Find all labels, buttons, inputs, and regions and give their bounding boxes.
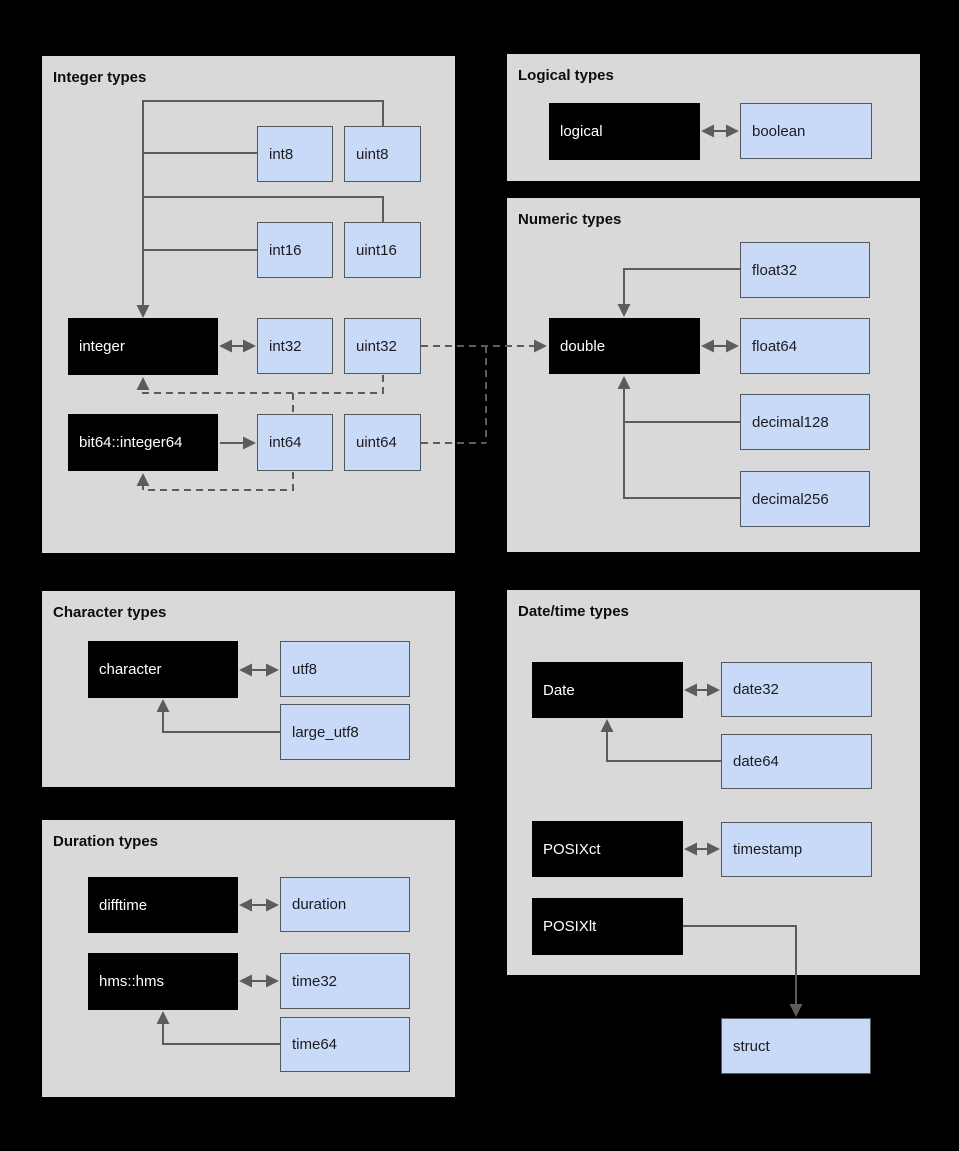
node-time32: time32 bbox=[280, 953, 410, 1009]
node-duration: duration bbox=[280, 877, 410, 932]
node-int32: int32 bbox=[257, 318, 333, 374]
node-large-utf8: large_utf8 bbox=[280, 704, 410, 760]
node-int8: int8 bbox=[257, 126, 333, 182]
panel-logical-title: Logical types bbox=[518, 67, 614, 84]
node-timestamp: timestamp bbox=[721, 822, 872, 877]
node-decimal256: decimal256 bbox=[740, 471, 870, 527]
node-double: double bbox=[549, 318, 700, 374]
node-time64: time64 bbox=[280, 1017, 410, 1072]
panel-datetime-title: Date/time types bbox=[518, 603, 629, 620]
node-hms-hms: hms::hms bbox=[88, 953, 238, 1010]
panel-character-title: Character types bbox=[53, 604, 167, 621]
node-date64: date64 bbox=[721, 734, 872, 789]
panel-duration-title: Duration types bbox=[53, 833, 159, 850]
node-date32: date32 bbox=[721, 662, 872, 717]
node-logical: logical bbox=[549, 103, 700, 160]
node-uint32: uint32 bbox=[344, 318, 421, 374]
node-bit64-integer64: bit64::integer64 bbox=[68, 414, 218, 471]
node-struct: struct bbox=[721, 1018, 871, 1074]
node-float32: float32 bbox=[740, 242, 870, 298]
node-character: character bbox=[88, 641, 238, 698]
node-date: Date bbox=[532, 662, 683, 718]
node-uint8: uint8 bbox=[344, 126, 421, 182]
panel-numeric-title: Numeric types bbox=[518, 211, 622, 228]
node-difftime: difftime bbox=[88, 877, 238, 933]
node-decimal128: decimal128 bbox=[740, 394, 870, 450]
node-utf8: utf8 bbox=[280, 641, 410, 697]
node-int16: int16 bbox=[257, 222, 333, 278]
panel-integer-title: Integer types bbox=[53, 69, 147, 86]
node-uint16: uint16 bbox=[344, 222, 421, 278]
node-float64: float64 bbox=[740, 318, 870, 374]
node-uint64: uint64 bbox=[344, 414, 421, 471]
node-boolean: boolean bbox=[740, 103, 872, 159]
node-int64: int64 bbox=[257, 414, 333, 471]
node-integer: integer bbox=[68, 318, 218, 375]
node-posixlt: POSIXlt bbox=[532, 898, 683, 955]
node-posixct: POSIXct bbox=[532, 821, 683, 877]
